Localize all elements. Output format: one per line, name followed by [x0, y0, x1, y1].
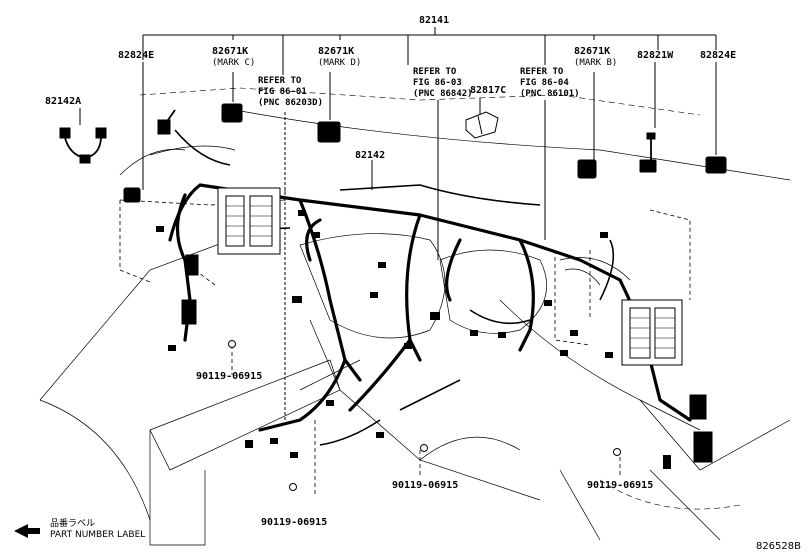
refer-note-line: REFER TO — [258, 76, 302, 86]
refer-note-line: (PNC 86842) — [413, 89, 473, 99]
legend-english: PART NUMBER LABEL — [50, 530, 146, 540]
label-bolt-bottom: 90119-06915 — [261, 517, 328, 528]
label-82671k-c: 82671K — [212, 46, 249, 57]
refer-note-line: REFER TO — [413, 67, 457, 77]
part-number-label-legend: 品番ラベル PART NUMBER LABEL — [50, 519, 145, 541]
label-82142a: 82142A — [45, 96, 82, 107]
refer-note-line: FIG 86-03 — [413, 78, 462, 88]
label-mark-b: (MARK B) — [574, 58, 618, 68]
label-82824e-left: 82824E — [118, 50, 155, 61]
refer-note-fig-86-01: REFER TO FIG 86-01 (PNC 86203D) — [258, 76, 323, 109]
legend-japanese: 品番ラベル — [50, 519, 96, 529]
part-number-label-arrow-icon — [14, 524, 40, 538]
refer-note-fig-86-04: REFER TO FIG 86-04 (PNC 86101) — [520, 67, 580, 100]
label-mark-c: (MARK C) — [212, 58, 256, 68]
label-bolt-left: 90119-06915 — [196, 371, 263, 382]
refer-note-line: FIG 86-01 — [258, 87, 307, 97]
label-82141: 82141 — [419, 15, 450, 26]
label-82671k-b: 82671K — [574, 46, 611, 57]
refer-note-line: REFER TO — [520, 67, 564, 77]
refer-note-line: (PNC 86101) — [520, 89, 580, 99]
label-82142: 82142 — [355, 150, 386, 161]
label-82821w: 82821W — [637, 50, 674, 61]
refer-note-fig-86-03: REFER TO FIG 86-03 (PNC 86842) — [413, 67, 473, 100]
label-82671k-d: 82671K — [318, 46, 355, 57]
label-bolt-right: 90119-06915 — [587, 480, 654, 491]
label-mark-d: (MARK D) — [318, 58, 362, 68]
label-82824e-right: 82824E — [700, 50, 737, 61]
figure-id: 826528B — [755, 541, 801, 552]
refer-note-line: FIG 86-04 — [520, 78, 569, 88]
refer-note-line: (PNC 86203D) — [258, 98, 324, 108]
label-82817c: 82817C — [470, 85, 507, 96]
label-bolt-center: 90119-06915 — [392, 480, 459, 491]
